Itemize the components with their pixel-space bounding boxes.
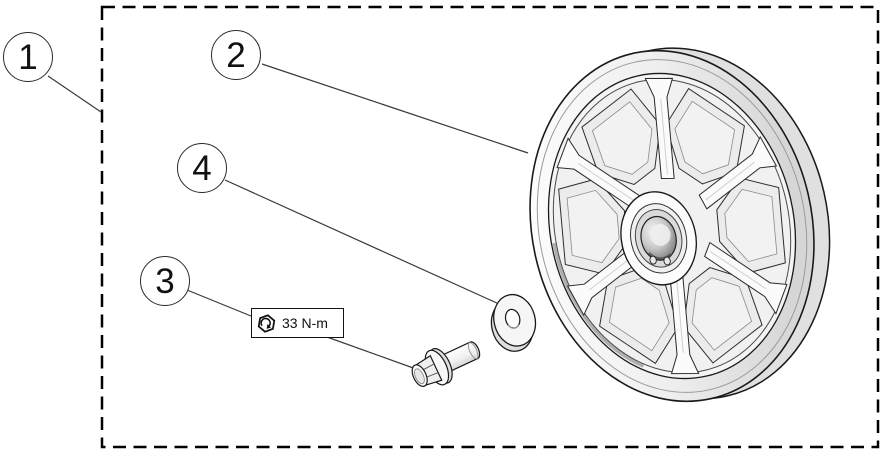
leader-line-3a	[187, 290, 251, 316]
leader-line-3b	[327, 337, 416, 369]
callout-label-3: 3	[155, 261, 175, 301]
bearing-ball	[663, 256, 671, 265]
bearing-ball	[649, 256, 657, 265]
torque-value: 33 N-m	[282, 315, 328, 331]
bolt-illustration	[406, 332, 486, 395]
wheel-hub	[612, 184, 706, 292]
callout-label-1: 1	[18, 37, 38, 77]
wheel-inner-shadow	[554, 230, 643, 380]
leader-line-4	[225, 180, 499, 304]
callout-balloon-3: 3	[140, 256, 190, 306]
leader-line-2	[262, 64, 528, 153]
callout-balloon-1: 1	[3, 32, 53, 82]
leader-line-1	[48, 76, 101, 112]
wheel-illustration	[496, 19, 864, 431]
washer-illustration	[485, 290, 542, 356]
wheel-sidewall-line	[505, 32, 839, 419]
callout-balloon-2: 2	[211, 30, 261, 80]
assembly-boundary-box	[102, 7, 878, 447]
callout-label-4: 4	[192, 148, 212, 188]
callout-balloon-4: 4	[177, 143, 227, 193]
leader-lines	[48, 64, 528, 369]
bolt-head-chamfer	[412, 367, 426, 385]
callout-label-2: 2	[226, 35, 246, 75]
bolt-tip-chamfer	[466, 341, 480, 360]
torque-spec-label: 33 N-m	[251, 308, 344, 338]
hex-bolt-torque-icon	[257, 313, 276, 333]
